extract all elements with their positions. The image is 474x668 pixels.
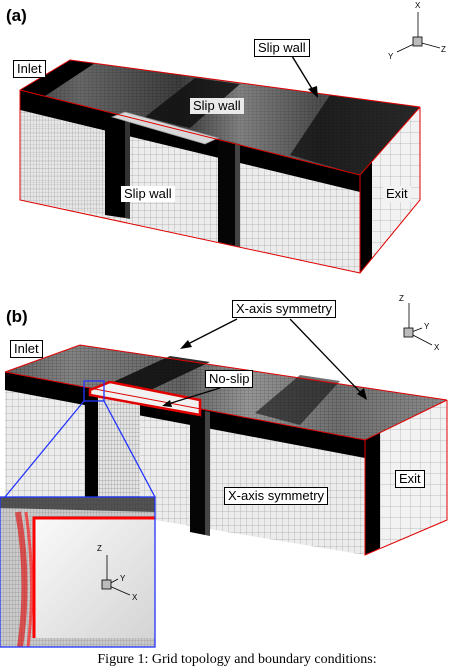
panel-b-tag: (b)	[6, 307, 28, 326]
panel-b-axis-triad	[403, 303, 433, 346]
panel-b-zoom-indicator	[4, 380, 156, 498]
panel-a-label-slip-wall-center: Slip wall	[190, 98, 244, 114]
panel-b-inset-axis-triad	[101, 555, 131, 596]
panel-b-inset	[0, 496, 156, 648]
panel-a-arrow	[291, 55, 318, 98]
panel-b-label-symmetry-top: X-axis symmetry	[232, 300, 337, 318]
inset-axis-y-label: Y	[120, 574, 126, 583]
panel-b-arrows	[162, 318, 367, 407]
panel-a-mesh	[19, 59, 421, 274]
panel-b-label-symmetry-side: X-axis symmetry	[224, 487, 329, 505]
panel-a-label-slip-wall-side: Slip wall	[121, 186, 175, 202]
panel-a-label-inlet: Inlet	[13, 60, 46, 78]
panel-b-label-exit: Exit	[395, 470, 425, 488]
panel-b-axis-x-label: X	[434, 343, 440, 352]
panel-b-label-no-slip: No-slip	[205, 370, 254, 388]
figure-caption: Figure 1: Grid topology and boundary con…	[97, 652, 377, 667]
panel-a-axis-y-label: Y	[388, 52, 394, 61]
panel-a-label-exit: Exit	[383, 186, 411, 202]
panel-b-label-inlet: Inlet	[10, 340, 43, 358]
panel-b-axis-z-label: Z	[399, 294, 404, 303]
panel-b-axis-y-label: Y	[424, 322, 430, 331]
panel-a-label-slip-wall-top: Slip wall	[254, 39, 310, 57]
inset-axis-z-label: Z	[97, 544, 102, 553]
panel-b-mesh	[4, 344, 448, 556]
panel-a-axis-triad	[396, 12, 441, 53]
panel-a-tag: (a)	[6, 6, 27, 25]
panel-a-axis-z-label: Z	[441, 45, 446, 54]
panel-a-axis-x-label: X	[415, 1, 421, 10]
inset-axis-x-label: X	[132, 593, 138, 602]
